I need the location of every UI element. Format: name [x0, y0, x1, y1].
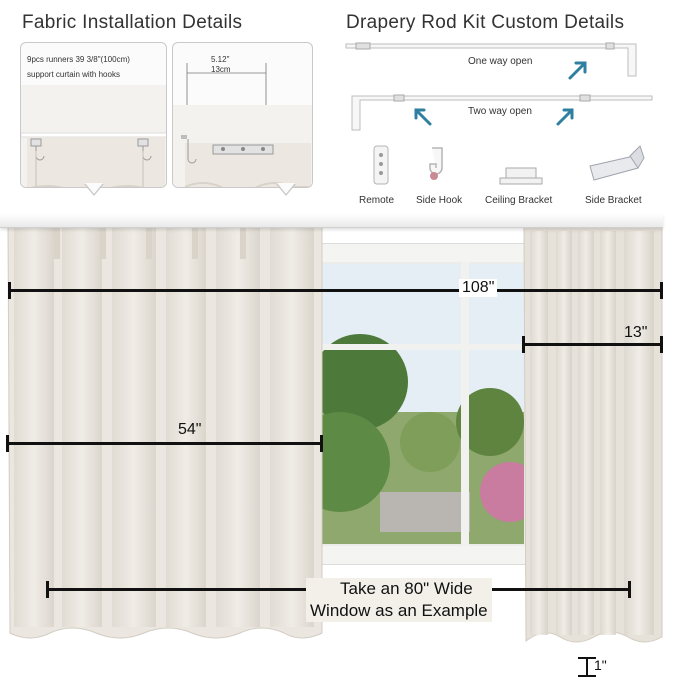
dimension-tick [578, 675, 596, 677]
side-hook-label: Side Hook [416, 195, 463, 206]
spacing-inches-label: 5.12" [211, 55, 230, 64]
remote-label: Remote [359, 195, 395, 206]
dimension-tick [660, 336, 663, 353]
rod-width-dimension-line [10, 289, 662, 292]
curtains [7, 222, 663, 643]
spacing-cm-label: 13cm [211, 65, 231, 74]
dimension-tick [578, 657, 596, 659]
floor-gap-dimension-line [586, 658, 588, 676]
runner-hook-detail-panel: 9pcs runners 39 3/8"(100cm) support curt… [20, 42, 167, 188]
panel-pointer [276, 183, 296, 196]
floor-gap-label: 1" [594, 657, 607, 673]
hook-support-caption: support curtain with hooks [27, 70, 120, 79]
runner-spacing-photo [173, 63, 312, 187]
dimension-tick [628, 581, 631, 598]
runner-hook-photo [21, 85, 166, 187]
panel-width-dimension-line [8, 442, 322, 445]
runner-count-caption: 9pcs runners 39 3/8"(100cm) [27, 55, 130, 64]
two-way-open-label: Two way open [468, 106, 532, 117]
garden-view [320, 262, 526, 546]
fabric-installation-heading: Fabric Installation Details [22, 12, 243, 33]
panel-width-label: 54" [178, 421, 202, 438]
dimension-tick [522, 336, 525, 353]
stack-width-dimension-line [524, 343, 662, 346]
curtain-rod [0, 214, 663, 228]
panel-pointer [84, 183, 104, 196]
side-bracket-label: Side Bracket [585, 195, 642, 206]
dimension-tick [320, 435, 323, 452]
example-caption-line2: Window as an Example [310, 601, 488, 620]
rod-kit-illustration [345, 42, 653, 185]
ceiling-bracket-label: Ceiling Bracket [485, 195, 553, 206]
one-way-open-label: One way open [468, 56, 533, 67]
dimension-tick [8, 282, 11, 299]
example-caption: Take an 80" Wide Window as an Example [306, 578, 492, 622]
dimension-tick [6, 435, 9, 452]
dimension-tick [660, 282, 663, 299]
runner-spacing-detail-panel: 5.12" 13cm [172, 42, 313, 188]
rod-kit-heading: Drapery Rod Kit Custom Details [346, 12, 625, 33]
stack-width-label: 13" [624, 324, 648, 341]
example-caption-line1: Take an 80" Wide [340, 579, 473, 598]
rod-width-label: 108" [459, 279, 498, 297]
dimension-tick [46, 581, 49, 598]
